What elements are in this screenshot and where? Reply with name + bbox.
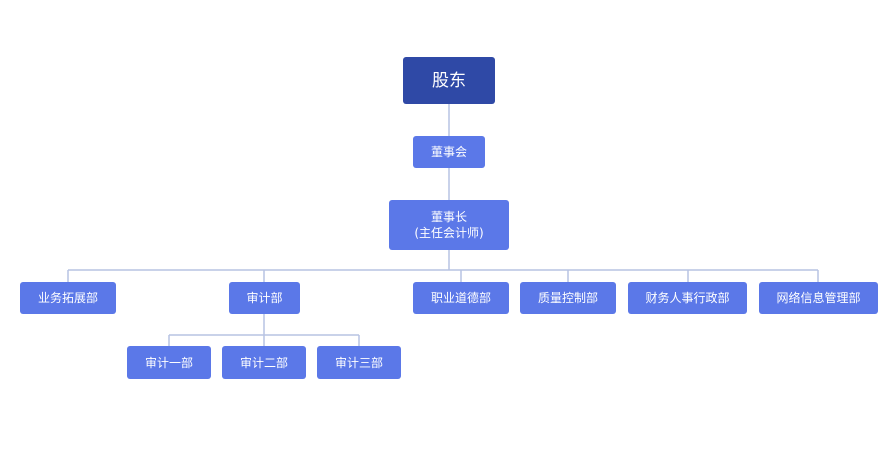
node-quality: 质量控制部 [520,282,616,314]
node-board-label: 董事会 [430,145,467,159]
node-ethics: 职业道德部 [413,282,509,314]
node-audit-3: 审计三部 [317,346,401,379]
node-chairman-note: (主任会计师) [414,226,484,240]
node-audit-label: 审计部 [246,291,283,305]
node-business-dev-label: 业务拓展部 [37,291,98,305]
node-quality-label: 质量控制部 [537,291,598,305]
node-audit-1-label: 审计一部 [144,355,193,370]
node-business-dev: 业务拓展部 [20,282,116,314]
node-it-label: 网络信息管理部 [776,291,861,305]
node-finance-hr-label: 财务人事行政部 [645,291,730,305]
node-ethics-label: 职业道德部 [430,291,491,305]
node-shareholders: 股东 [403,57,495,104]
node-audit-3-label: 审计三部 [334,355,383,370]
node-chairman: 董事长 (主任会计师) [389,200,509,250]
node-board: 董事会 [413,136,485,168]
node-audit-1: 审计一部 [127,346,211,379]
node-chairman-label: 董事长 [430,210,467,224]
node-shareholders-label: 股东 [432,70,466,91]
node-audit: 审计部 [229,282,300,314]
node-it: 网络信息管理部 [759,282,878,314]
node-audit-2: 审计二部 [222,346,306,379]
node-finance-hr: 财务人事行政部 [628,282,747,314]
node-audit-2-label: 审计二部 [239,355,288,370]
